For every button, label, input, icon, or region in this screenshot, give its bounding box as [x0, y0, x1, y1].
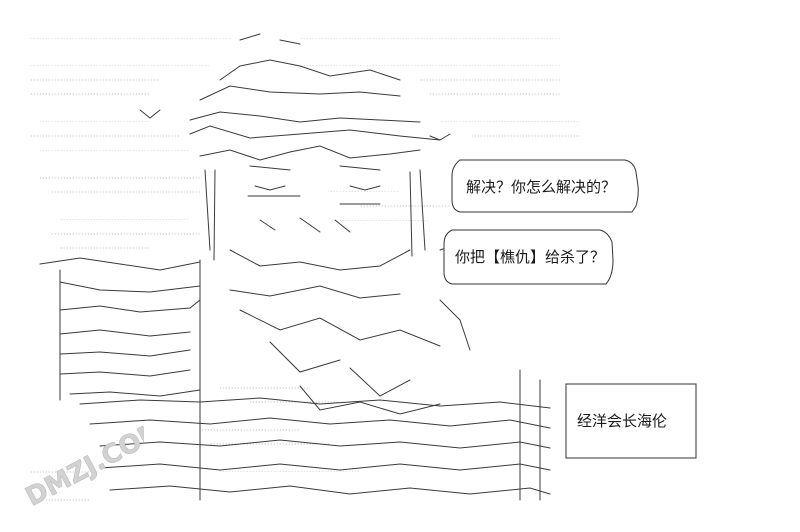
speech-bubble-1-text: 解决？你怎么解决的？ — [466, 178, 617, 196]
watermark-text: DMZJ.COM — [21, 420, 144, 513]
dmzj-logo-icon: DMZJ.COM — [21, 420, 144, 513]
speech-bubble-2-text: 你把【樵仇】给杀了？ — [455, 248, 606, 266]
ascii-figure-lines — [39, 33, 551, 501]
caption-text: 经洋会长海伦 — [577, 412, 668, 430]
ascii-dot-fill — [30, 38, 580, 502]
